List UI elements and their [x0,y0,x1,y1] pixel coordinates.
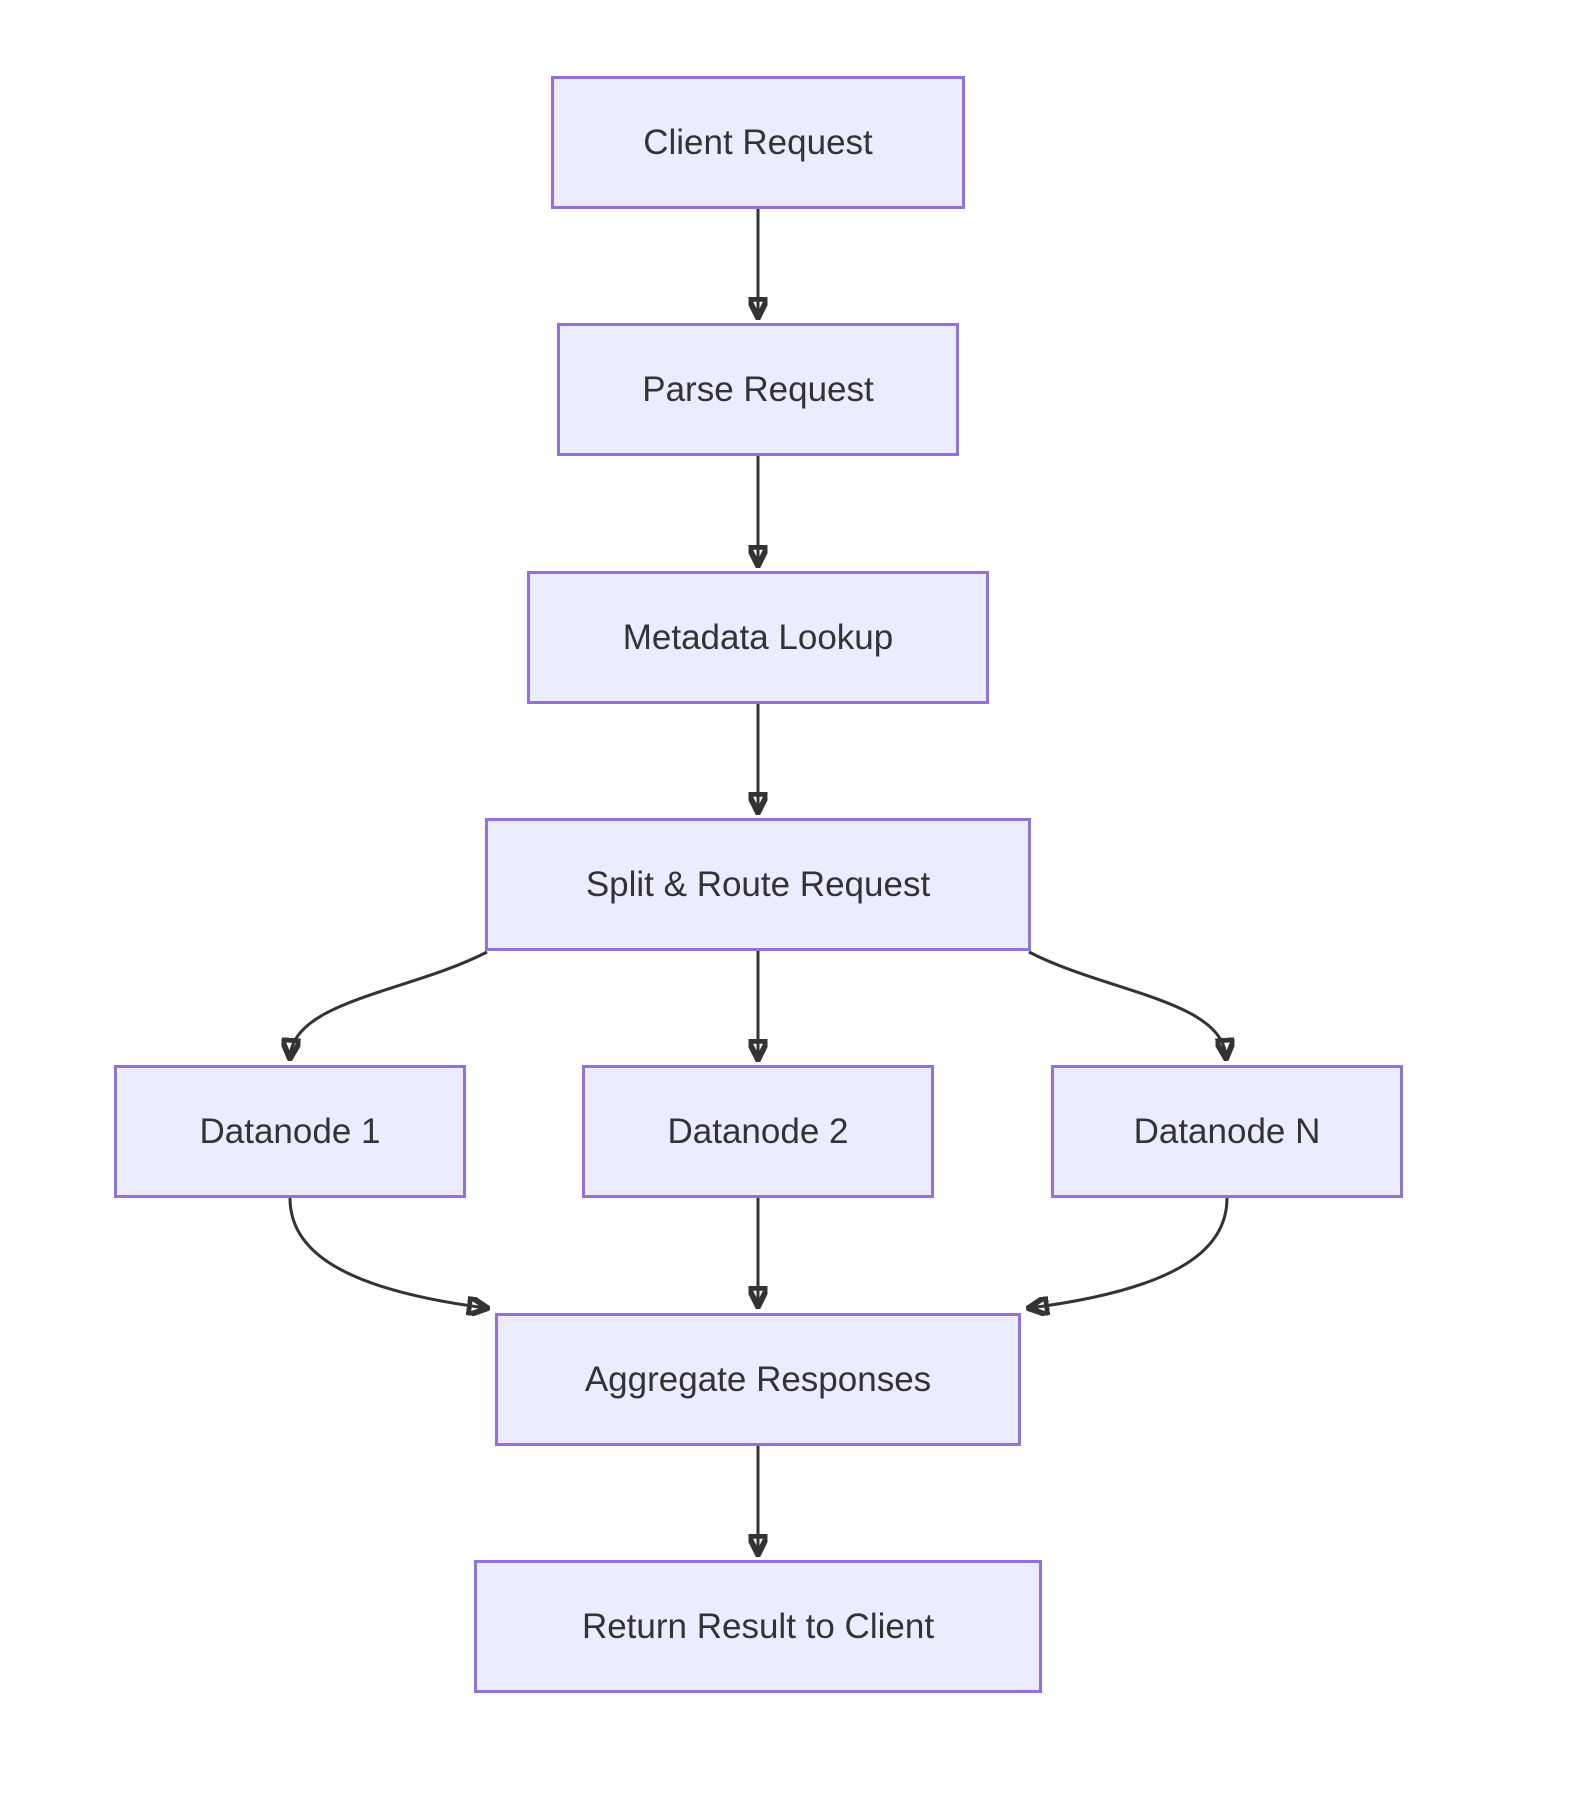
node-datanode-1: Datanode 1 [114,1065,466,1198]
node-split-route-request-label: Split & Route Request [585,864,931,904]
node-aggregate-responses: Aggregate Responses [495,1313,1021,1446]
node-parse-request-label: Parse Request [642,369,874,409]
edge-datanode1-to-aggregate [288,1197,486,1308]
node-datanode-2: Datanode 2 [582,1065,934,1198]
node-datanode-n: Datanode N [1051,1065,1403,1198]
node-aggregate-responses-label: Aggregate Responses [584,1359,932,1399]
node-metadata-lookup-label: Metadata Lookup [622,617,894,657]
node-client-request-label: Client Request [643,122,873,162]
node-return-result-to-client: Return Result to Client [474,1560,1042,1693]
node-split-route-request: Split & Route Request [485,818,1031,951]
node-datanode-n-label: Datanode N [1133,1111,1321,1151]
node-parse-request: Parse Request [557,323,959,456]
node-datanode-1-label: Datanode 1 [199,1111,381,1151]
node-client-request: Client Request [551,76,965,209]
node-return-result-to-client-label: Return Result to Client [581,1606,935,1646]
edge-datanodeN-to-aggregate [1030,1197,1229,1308]
edge-split-to-datanode1 [290,950,488,1057]
node-datanode-2-label: Datanode 2 [667,1111,849,1151]
node-metadata-lookup: Metadata Lookup [527,571,989,704]
edge-split-to-datanodeN [1028,950,1226,1057]
